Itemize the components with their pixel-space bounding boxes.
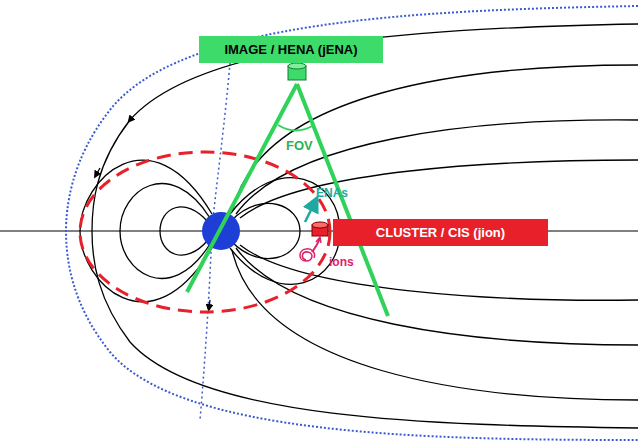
instrument-box: IMAGE / HENA (jENA) bbox=[199, 36, 383, 63]
box-text: IMAGE / HENA (jENA) bbox=[224, 42, 357, 57]
instrument-box: CLUSTER / CIS (jion) bbox=[333, 219, 548, 246]
ions-label: ions bbox=[329, 255, 354, 269]
ena-label: ENAs bbox=[316, 186, 348, 200]
fov-label: FOV bbox=[286, 138, 313, 153]
box-text: CLUSTER / CIS (jion) bbox=[376, 225, 505, 240]
